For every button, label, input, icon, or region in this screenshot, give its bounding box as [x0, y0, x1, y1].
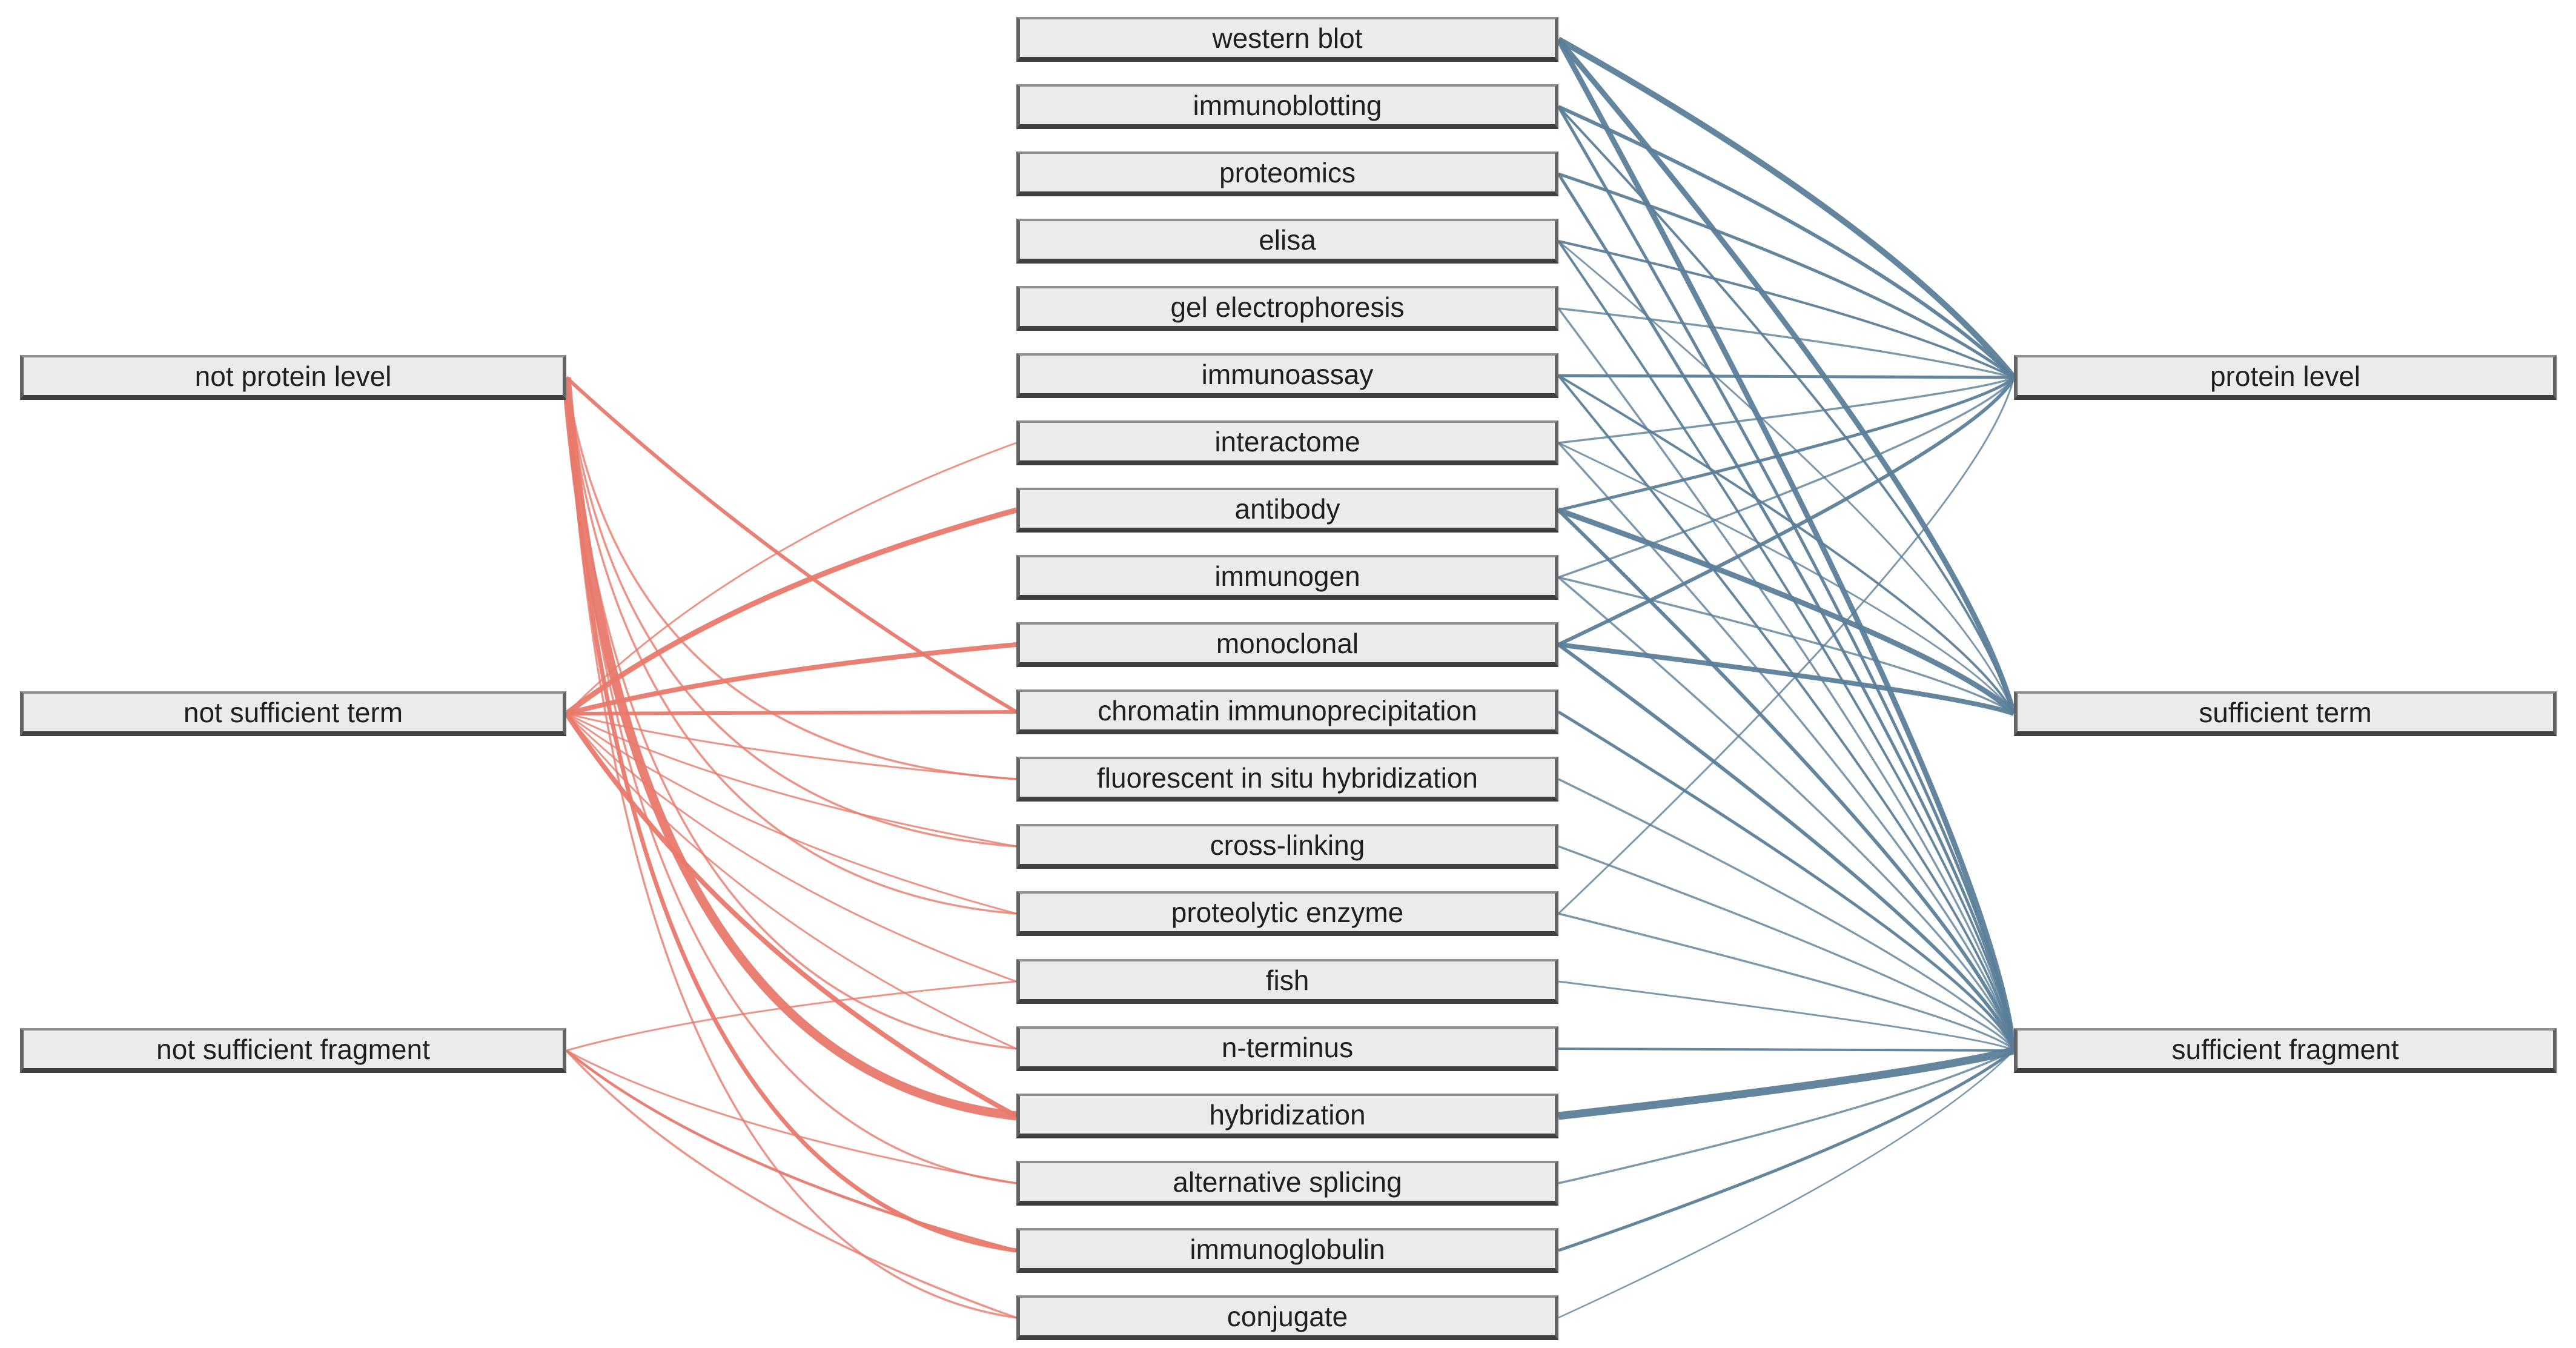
edge-blue-immunoassay-protein-level — [1558, 374, 2015, 379]
node-conjugate: conjugate — [1016, 1295, 1558, 1340]
edge-red-not-protein-level-alternative-splicing — [565, 377, 1017, 1184]
edge-blue-proteomics-sufficient-fragment — [1557, 173, 2016, 1051]
edge-blue-monoclonal-protein-level — [1557, 376, 2016, 646]
node-antibody: antibody — [1016, 488, 1558, 533]
node-not-protein-level: not protein level — [20, 355, 566, 400]
edge-blue-western-blot-sufficient-fragment — [1556, 38, 2017, 1051]
edge-blue-chromatin-immunoprecipitation-sufficient-fragment — [1557, 710, 2016, 1051]
edge-blue-alternative-splicing-sufficient-fragment — [1558, 1049, 2015, 1184]
edge-blue-n-terminus-sufficient-fragment — [1558, 1048, 2015, 1052]
edge-red-not-sufficient-term-cross-linking — [566, 712, 1017, 848]
edge-red-not-protein-level-fluorescent-in-situ-hybridization — [565, 377, 1017, 780]
node-proteomics: proteomics — [1016, 151, 1558, 196]
edge-red-not-sufficient-term-chromatin-immunoprecipitation — [566, 710, 1017, 716]
edge-blue-western-blot-protein-level — [1557, 36, 2016, 380]
edge-red-not-sufficient-term-hybridization — [564, 712, 1018, 1118]
node-immunoglobulin: immunoglobulin — [1016, 1228, 1558, 1273]
edge-red-not-sufficient-fragment-immunoglobulin — [565, 1049, 1017, 1252]
edge-red-not-sufficient-term-n-terminus — [565, 713, 1017, 1050]
edge-red-not-protein-level-immunoglobulin — [564, 377, 1017, 1253]
edge-blue-western-blot-sufficient-term — [1556, 38, 2017, 715]
node-not-sufficient-term: not sufficient term — [20, 691, 566, 736]
edge-blue-immunoblotting-sufficient-fragment — [1557, 105, 2016, 1051]
edge-red-not-sufficient-term-fish — [565, 712, 1017, 983]
node-immunoblotting: immunoblotting — [1016, 84, 1558, 129]
node-immunogen: immunogen — [1016, 555, 1558, 600]
edge-red-not-sufficient-term-proteolytic-enzyme — [566, 712, 1017, 915]
edge-blue-elisa-sufficient-fragment — [1557, 240, 2015, 1051]
edge-red-not-protein-level-conjugate — [565, 377, 1017, 1319]
edge-blue-proteolytic-enzyme-protein-level — [1557, 377, 2015, 915]
edge-blue-interactome-protein-level — [1558, 376, 2015, 444]
edge-blue-interactome-sufficient-fragment — [1557, 442, 2015, 1051]
edge-blue-immunoassay-sufficient-fragment — [1557, 374, 2015, 1051]
edge-red-not-sufficient-fragment-fish — [566, 980, 1017, 1052]
edge-blue-fluorescent-in-situ-hybridization-sufficient-fragment — [1558, 778, 2015, 1051]
edge-blue-immunoassay-sufficient-term — [1557, 374, 2015, 714]
edge-blue-antibody-sufficient-fragment — [1557, 508, 2016, 1051]
node-n-terminus: n-terminus — [1016, 1026, 1558, 1071]
edge-red-not-sufficient-term-fluorescent-in-situ-hybridization — [566, 712, 1017, 780]
node-hybridization: hybridization — [1016, 1094, 1558, 1138]
node-fluorescent-in-situ-hybridization: fluorescent in situ hybridization — [1016, 757, 1558, 802]
edge-blue-interactome-sufficient-term — [1558, 442, 2015, 714]
node-alternative-splicing: alternative splicing — [1016, 1161, 1558, 1206]
node-immunoassay: immunoassay — [1016, 353, 1558, 398]
edge-blue-immunoblotting-sufficient-term — [1557, 105, 2015, 714]
edge-blue-immunogen-sufficient-fragment — [1557, 576, 2015, 1051]
edge-red-not-sufficient-term-antibody — [565, 507, 1018, 716]
node-gel-electrophoresis: gel electrophoresis — [1016, 286, 1558, 331]
node-sufficient-fragment: sufficient fragment — [2014, 1028, 2557, 1073]
node-fish: fish — [1016, 959, 1558, 1004]
edge-red-not-protein-level-proteolytic-enzyme — [565, 377, 1017, 915]
node-not-sufficient-fragment: not sufficient fragment — [20, 1028, 566, 1073]
edge-blue-conjugate-sufficient-fragment — [1558, 1050, 2015, 1319]
node-monoclonal: monoclonal — [1016, 622, 1558, 667]
edge-blue-fish-sufficient-fragment — [1558, 980, 2015, 1052]
edge-blue-gel-electrophoresis-sufficient-fragment — [1557, 307, 2015, 1051]
edge-blue-monoclonal-sufficient-fragment — [1557, 643, 2016, 1051]
edge-red-not-sufficient-fragment-conjugate — [565, 1049, 1017, 1319]
node-cross-linking: cross-linking — [1016, 824, 1558, 869]
edge-blue-antibody-protein-level — [1558, 376, 2015, 512]
edge-blue-hybridization-sufficient-fragment — [1558, 1046, 2015, 1120]
edge-blue-cross-linking-sufficient-fragment — [1558, 845, 2015, 1051]
node-sufficient-term: sufficient term — [2014, 691, 2557, 736]
edge-blue-immunogen-protein-level — [1558, 377, 2015, 579]
node-interactome: interactome — [1016, 420, 1558, 465]
edge-blue-proteolytic-enzyme-sufficient-fragment — [1558, 912, 2015, 1052]
edge-red-not-sufficient-term-interactome — [565, 442, 1017, 715]
edge-blue-proteomics-protein-level — [1558, 172, 2015, 379]
edge-red-not-sufficient-term-monoclonal — [566, 642, 1017, 716]
node-chromatin-immunoprecipitation: chromatin immunoprecipitation — [1016, 689, 1558, 734]
node-proteolytic-enzyme: proteolytic enzyme — [1016, 891, 1558, 936]
node-elisa: elisa — [1016, 219, 1558, 264]
edge-blue-antibody-sufficient-term — [1557, 507, 2016, 716]
edge-blue-monoclonal-sufficient-term — [1558, 642, 2015, 716]
edge-blue-immunoglobulin-sufficient-fragment — [1558, 1049, 2015, 1252]
edge-red-not-protein-level-chromatin-immunoprecipitation — [565, 376, 1018, 714]
node-protein-level: protein level — [2014, 355, 2557, 400]
edge-blue-immunogen-sufficient-term — [1558, 576, 2015, 715]
edge-red-not-sufficient-fragment-alternative-splicing — [566, 1049, 1017, 1184]
edge-red-not-protein-level-hybridization — [561, 377, 1017, 1121]
edge-red-not-protein-level-cross-linking — [565, 377, 1017, 848]
edge-blue-elisa-sufficient-term — [1558, 240, 2015, 714]
node-western-blot: western blot — [1016, 17, 1558, 62]
